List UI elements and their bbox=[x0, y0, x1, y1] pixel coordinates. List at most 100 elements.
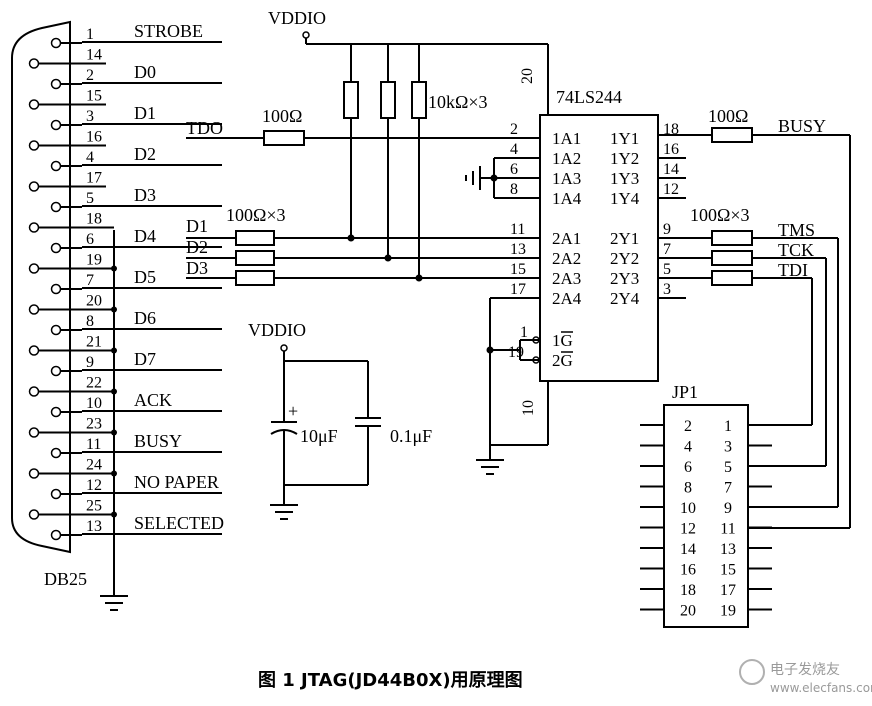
figure-caption: 图 1 JTAG(JD44B0X)用原理图 bbox=[258, 670, 523, 691]
ic-pin-number: 16 bbox=[663, 141, 679, 158]
db25-pin-socket bbox=[50, 160, 62, 172]
db25-pin-number: 17 bbox=[86, 170, 102, 187]
jp1-pin-odd: 19 bbox=[720, 603, 736, 620]
db25-pin-socket bbox=[28, 509, 40, 520]
tdo-net-label: TDO bbox=[186, 118, 223, 138]
d1-resistor bbox=[235, 230, 275, 246]
db25-pin-number: 11 bbox=[86, 436, 101, 453]
db25-pin-number: 13 bbox=[86, 518, 102, 535]
ic-enable-name: 1G bbox=[552, 331, 573, 350]
db25-signal-label: D6 bbox=[134, 308, 156, 328]
ic-pin-number: 12 bbox=[663, 181, 679, 198]
db25-pin-number: 23 bbox=[86, 416, 102, 433]
busy-net-label: BUSY bbox=[778, 116, 826, 136]
jp1-pin-odd: 13 bbox=[720, 541, 736, 558]
input-resistor-value: 100Ω×3 bbox=[226, 205, 286, 225]
watermark-url: www.elecfans.com bbox=[770, 681, 872, 695]
ic-74ls244-body bbox=[539, 114, 659, 382]
ic-pin-number: 14 bbox=[663, 161, 679, 178]
jp1-pin-even: 8 bbox=[684, 480, 692, 497]
ic-pin-name: 1A2 bbox=[552, 149, 581, 168]
ic-pin-name: 1A3 bbox=[552, 169, 581, 188]
ic-pin-name: 2A4 bbox=[552, 289, 582, 308]
ic-pin-number: 17 bbox=[510, 281, 526, 298]
db25-pin-socket bbox=[50, 242, 62, 254]
vddio-caps-label: VDDIO bbox=[248, 320, 306, 340]
db25-pin-socket bbox=[28, 345, 40, 356]
d3-net-label: D3 bbox=[186, 258, 208, 278]
jp1-pin-odd: 15 bbox=[720, 562, 736, 579]
tms-net-label: TMS bbox=[778, 220, 815, 240]
db25-signal-label: D3 bbox=[134, 185, 156, 205]
ic-pin-number: 6 bbox=[510, 161, 518, 178]
junction-dot bbox=[490, 174, 498, 182]
ic-pin-name: 1Y3 bbox=[610, 169, 639, 188]
db25-pin-number: 25 bbox=[86, 498, 102, 515]
db25-pin-socket bbox=[50, 365, 62, 377]
ic-pin-number: 4 bbox=[510, 141, 518, 158]
jp1-pin-odd: 1 bbox=[724, 418, 732, 435]
db25-pin-socket bbox=[50, 529, 62, 541]
db25-pin-socket bbox=[28, 468, 40, 479]
db25-pin-socket bbox=[50, 78, 62, 90]
ic-pin-number: 2 bbox=[510, 121, 518, 138]
tdo-resistor-value: 100Ω bbox=[262, 106, 302, 126]
db25-signal-label: D7 bbox=[134, 349, 156, 369]
tdi-net-label: TDI bbox=[778, 260, 808, 280]
jp1-pin-even: 6 bbox=[684, 459, 692, 476]
db25-signal-label: NO PAPER bbox=[134, 472, 219, 492]
tck-net-label: TCK bbox=[778, 240, 814, 260]
ic-pin-number: 3 bbox=[663, 281, 671, 298]
ic-ground-symbol bbox=[476, 459, 504, 475]
ic-pin-name: 1Y2 bbox=[610, 149, 639, 168]
ic-vcc-pin-number: 20 bbox=[519, 68, 536, 84]
jp1-label: JP1 bbox=[672, 382, 698, 402]
ic-enable-name: 2G bbox=[552, 351, 573, 370]
ic-pin-number: 18 bbox=[663, 121, 679, 138]
jp1-pin-odd: 3 bbox=[724, 439, 732, 456]
pullup-resistor-1 bbox=[343, 44, 359, 238]
ic-pin-name: 2A1 bbox=[552, 229, 581, 248]
ic-pin-name: 2Y2 bbox=[610, 249, 639, 268]
db25-signal-label: SELECTED bbox=[134, 513, 224, 533]
pullup-resistor-2 bbox=[380, 44, 396, 258]
db25-signal-label: D5 bbox=[134, 267, 156, 287]
db25-pin-number: 14 bbox=[86, 47, 102, 64]
db25-ground-symbol bbox=[100, 595, 128, 611]
db25-pin-socket bbox=[28, 427, 40, 438]
db25-pin-socket bbox=[50, 406, 62, 418]
vddio-caps-terminal bbox=[280, 344, 288, 352]
db25-pin-number: 12 bbox=[86, 477, 102, 494]
jp1-pin-even: 14 bbox=[680, 541, 696, 558]
ic-pin-number: 9 bbox=[663, 221, 671, 238]
d1-net-label: D1 bbox=[186, 216, 208, 236]
tms-resistor bbox=[711, 230, 753, 246]
db25-pin-socket bbox=[28, 386, 40, 397]
vddio-top-label: VDDIO bbox=[268, 8, 326, 28]
jp1-pin-odd: 11 bbox=[720, 521, 735, 538]
watermark-logo bbox=[739, 659, 765, 685]
db25-pin-number: 7 bbox=[86, 272, 94, 289]
capacitor-polarity-mark: + bbox=[288, 401, 298, 421]
ic-enable-number: 1 bbox=[520, 324, 528, 341]
db25-pin-number: 6 bbox=[86, 231, 94, 248]
ic-enable-number: 19 bbox=[508, 344, 524, 361]
jp1-pin-odd: 7 bbox=[724, 480, 732, 497]
db25-pin-socket bbox=[50, 447, 62, 459]
db25-signal-label: D4 bbox=[134, 226, 156, 246]
db25-pin-number: 3 bbox=[86, 108, 94, 125]
ic-pin-number: 5 bbox=[663, 261, 671, 278]
jp1-pin-even: 16 bbox=[680, 562, 696, 579]
vddio-top-terminal bbox=[302, 31, 310, 39]
tck-resistor bbox=[711, 250, 753, 266]
jp1-pin-odd: 5 bbox=[724, 459, 732, 476]
db25-signal-label: ACK bbox=[134, 390, 172, 410]
watermark-cn: 电子发烧友 bbox=[770, 662, 840, 678]
ic-name-label: 74LS244 bbox=[556, 87, 622, 107]
db25-signal-label: STROBE bbox=[134, 21, 203, 41]
db25-pin-socket bbox=[28, 263, 40, 274]
db25-pin-number: 4 bbox=[86, 149, 94, 166]
